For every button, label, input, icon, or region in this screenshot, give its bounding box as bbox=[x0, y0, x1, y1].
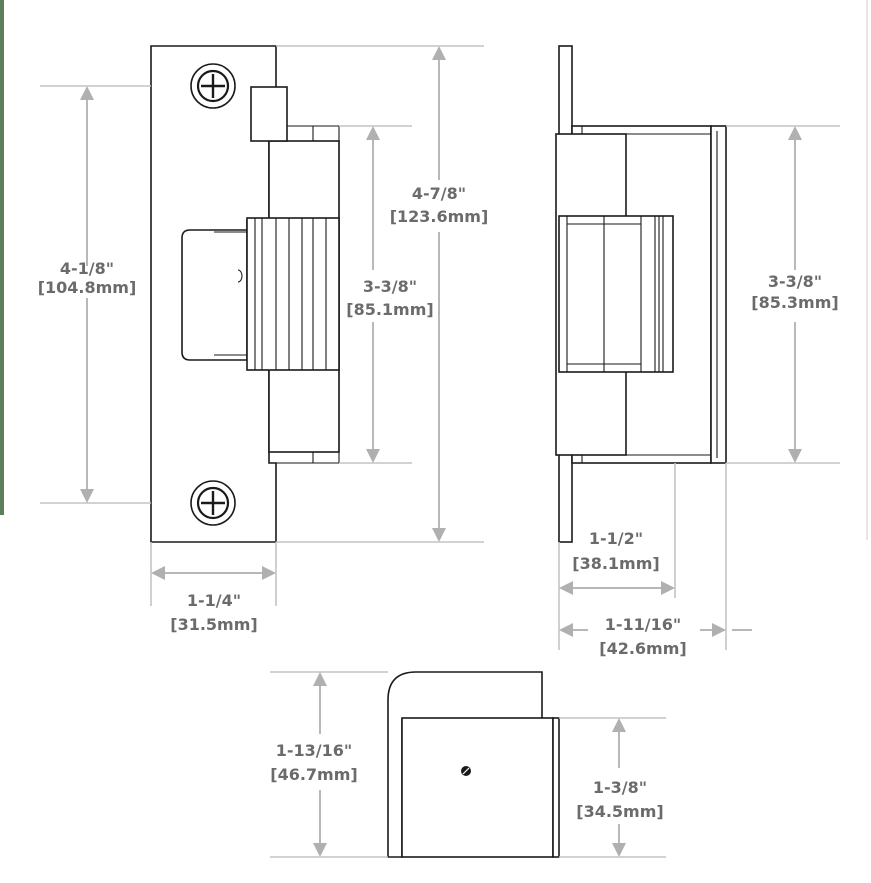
bottom-view bbox=[387, 671, 560, 858]
dim-1-1-2-mm: [38.1mm] bbox=[572, 554, 659, 573]
dim-1-13-16-mm: [46.7mm] bbox=[270, 765, 357, 784]
front-view bbox=[150, 45, 340, 543]
screw-top-icon bbox=[190, 63, 236, 109]
dim-3-3-8-front-in: 3-3/8" bbox=[363, 277, 417, 296]
dim-1-1-4-mm: [31.5mm] bbox=[170, 615, 257, 634]
front-keeper bbox=[181, 220, 248, 361]
front-lip bbox=[246, 217, 340, 371]
front-dimension-labels: 4-1/8" [104.8mm] 4-7/8" [123.6mm] 3-3/8"… bbox=[38, 184, 489, 634]
dim-4-7-8-mm: [123.6mm] bbox=[390, 207, 489, 226]
dim-1-3-8-mm: [34.5mm] bbox=[576, 802, 663, 821]
left-accent-bar bbox=[0, 0, 4, 515]
bottom-body bbox=[401, 717, 554, 858]
dim-1-11-16-in: 1-11/16" bbox=[605, 615, 681, 634]
dim-4-7-8-in: 4-7/8" bbox=[412, 184, 466, 203]
dim-1-1-4-in: 1-1/4" bbox=[187, 591, 241, 610]
dim-4-1-8-mm: [104.8mm] bbox=[38, 278, 137, 297]
dim-1-13-16-in: 1-13/16" bbox=[276, 741, 352, 760]
bottom-dimension-labels: 1-13/16" [46.7mm] 1-3/8" [34.5mm] bbox=[270, 741, 663, 821]
dim-1-1-2-in: 1-1/2" bbox=[589, 529, 643, 548]
front-top-tab bbox=[250, 86, 288, 142]
side-dimension-labels: 3-3/8" [85.3mm] 1-1/2" [38.1mm] 1-11/16"… bbox=[572, 272, 838, 658]
bottom-dimension-lines bbox=[270, 671, 666, 858]
side-lip bbox=[558, 215, 674, 373]
side-dimension-lines bbox=[558, 125, 840, 650]
dim-1-11-16-mm: [42.6mm] bbox=[599, 639, 686, 658]
bottom-screw-hole-icon bbox=[461, 766, 471, 776]
front-dimension-lines bbox=[40, 45, 484, 606]
right-divider bbox=[866, 0, 868, 540]
dim-3-3-8-side-in: 3-3/8" bbox=[768, 272, 822, 291]
dim-3-3-8-front-mm: [85.1mm] bbox=[346, 300, 433, 319]
dim-4-1-8-in: 4-1/8" bbox=[60, 259, 114, 278]
dim-1-3-8-in: 1-3/8" bbox=[593, 778, 647, 797]
screw-bottom-icon bbox=[190, 480, 236, 526]
dim-3-3-8-side-mm: [85.3mm] bbox=[751, 293, 838, 312]
side-view bbox=[555, 45, 727, 543]
